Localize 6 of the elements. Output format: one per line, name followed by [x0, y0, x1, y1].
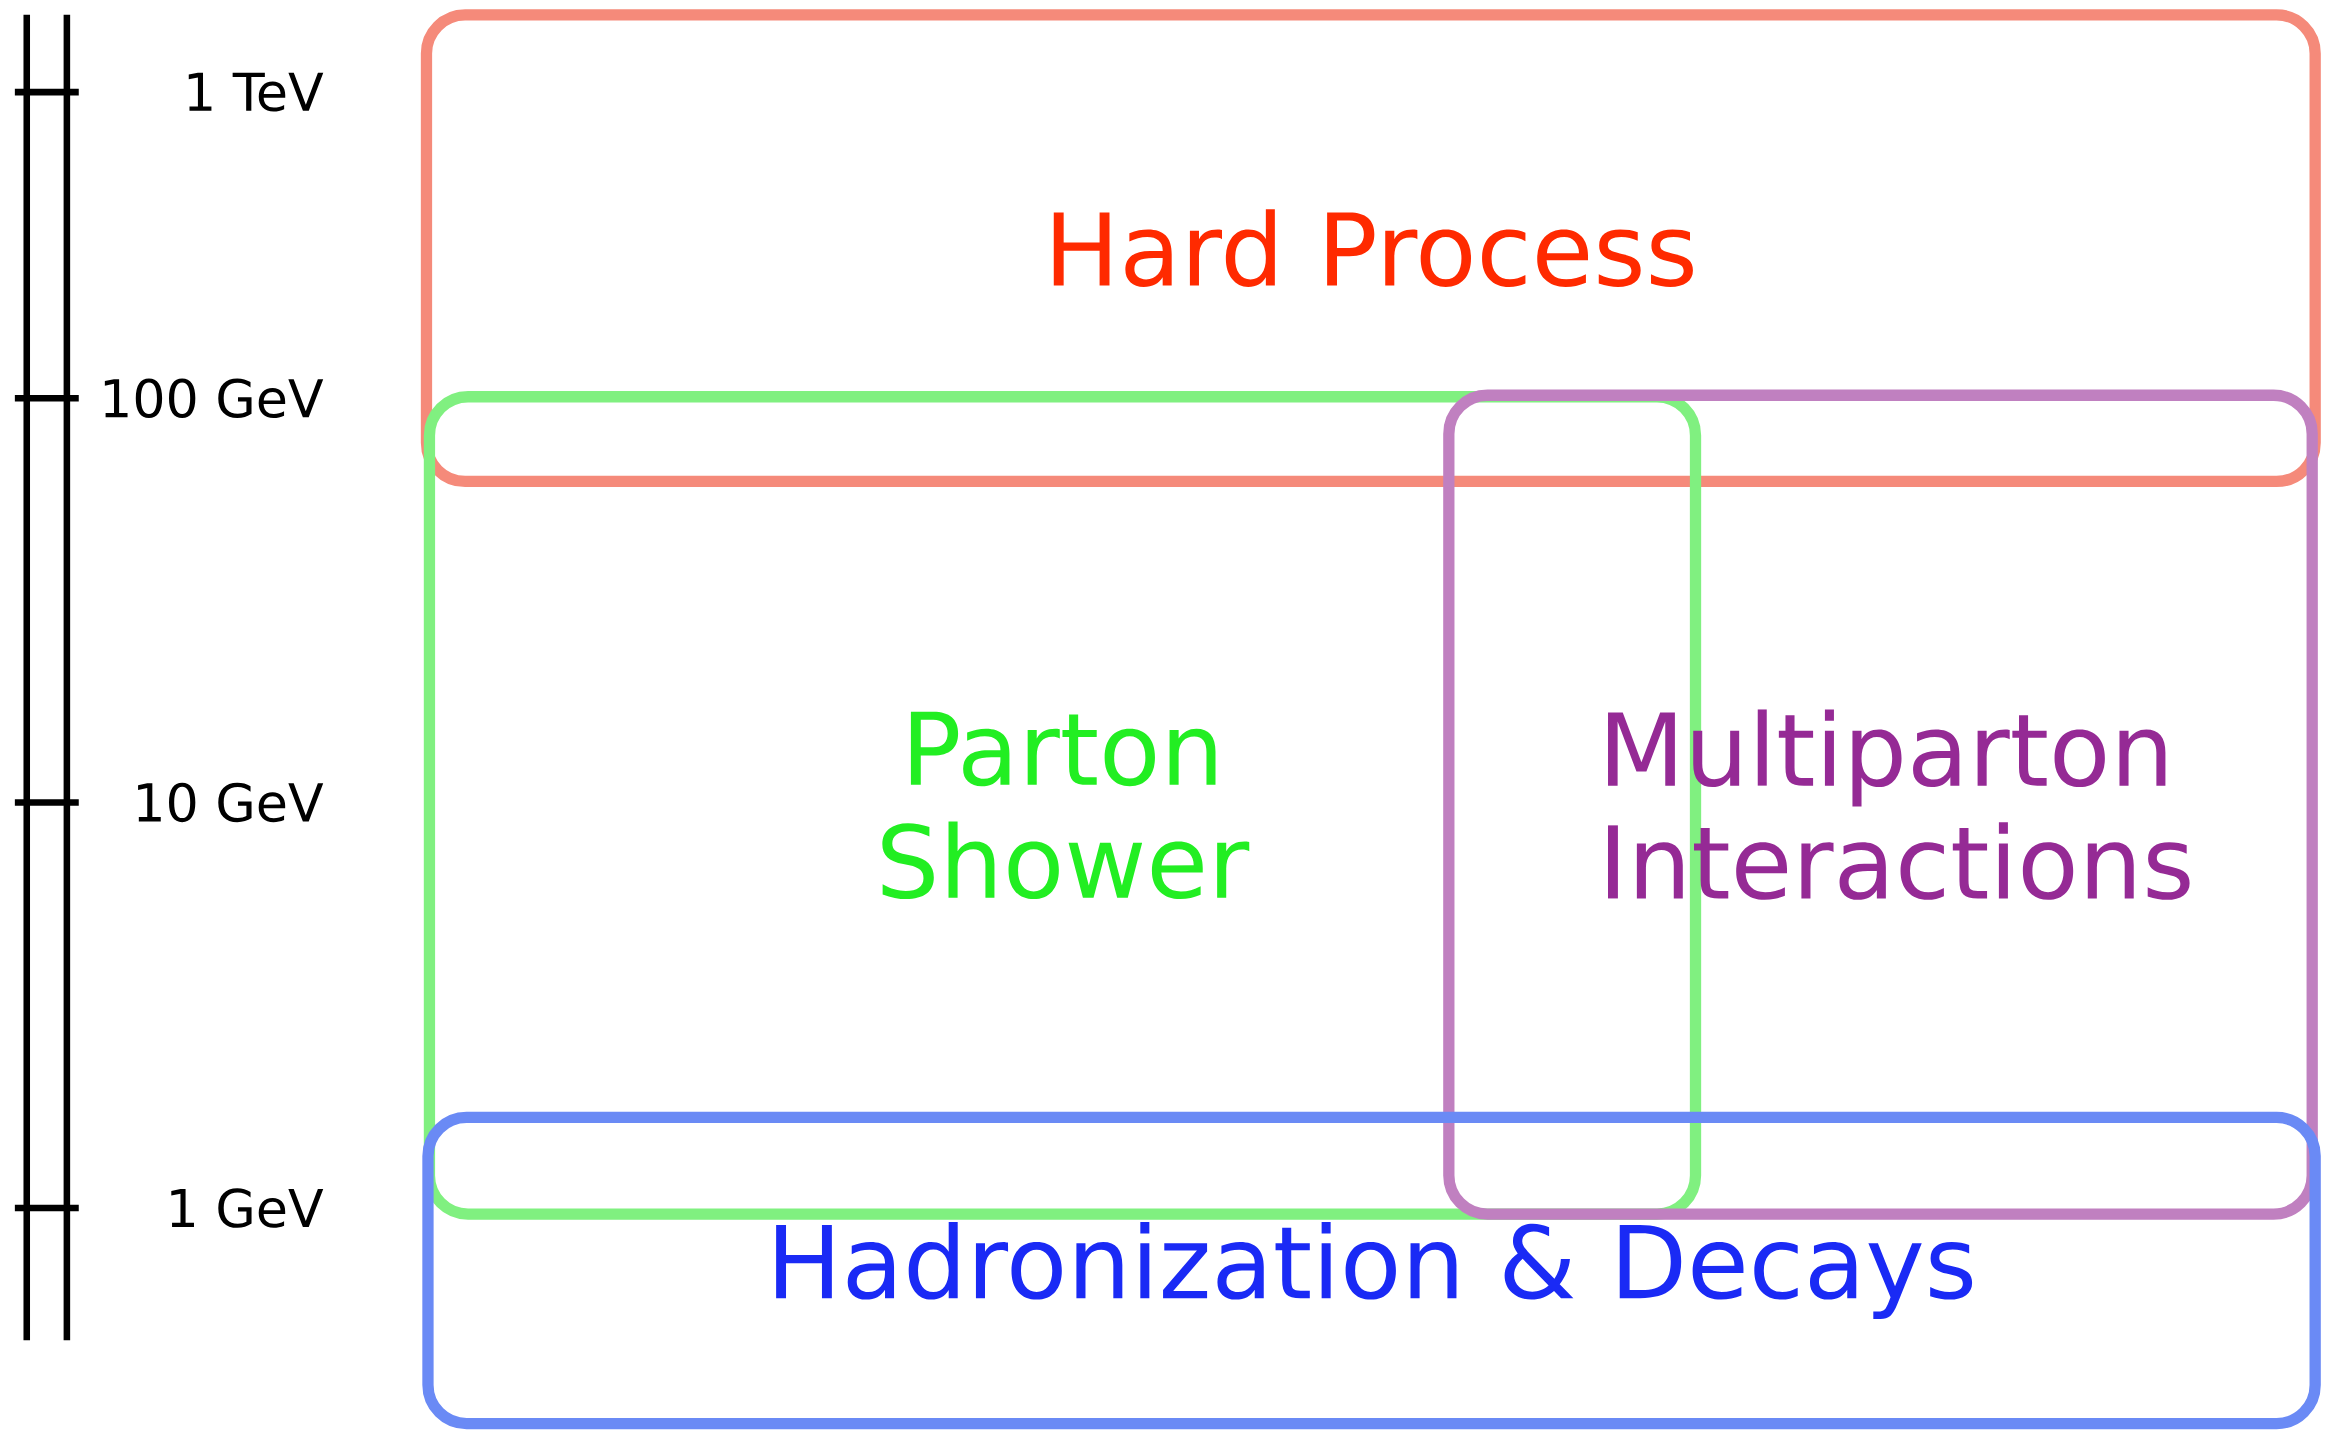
process-box: Hadronization & Decays	[422, 1111, 2321, 1430]
scale-label: 10 GeV	[138, 782, 324, 823]
scale-label: 1 GeV	[171, 1188, 324, 1228]
scale-label: 100 GeV	[104, 378, 324, 418]
process-box: Hard Process	[420, 9, 2321, 488]
scale-label: 1 TeV	[188, 72, 324, 112]
